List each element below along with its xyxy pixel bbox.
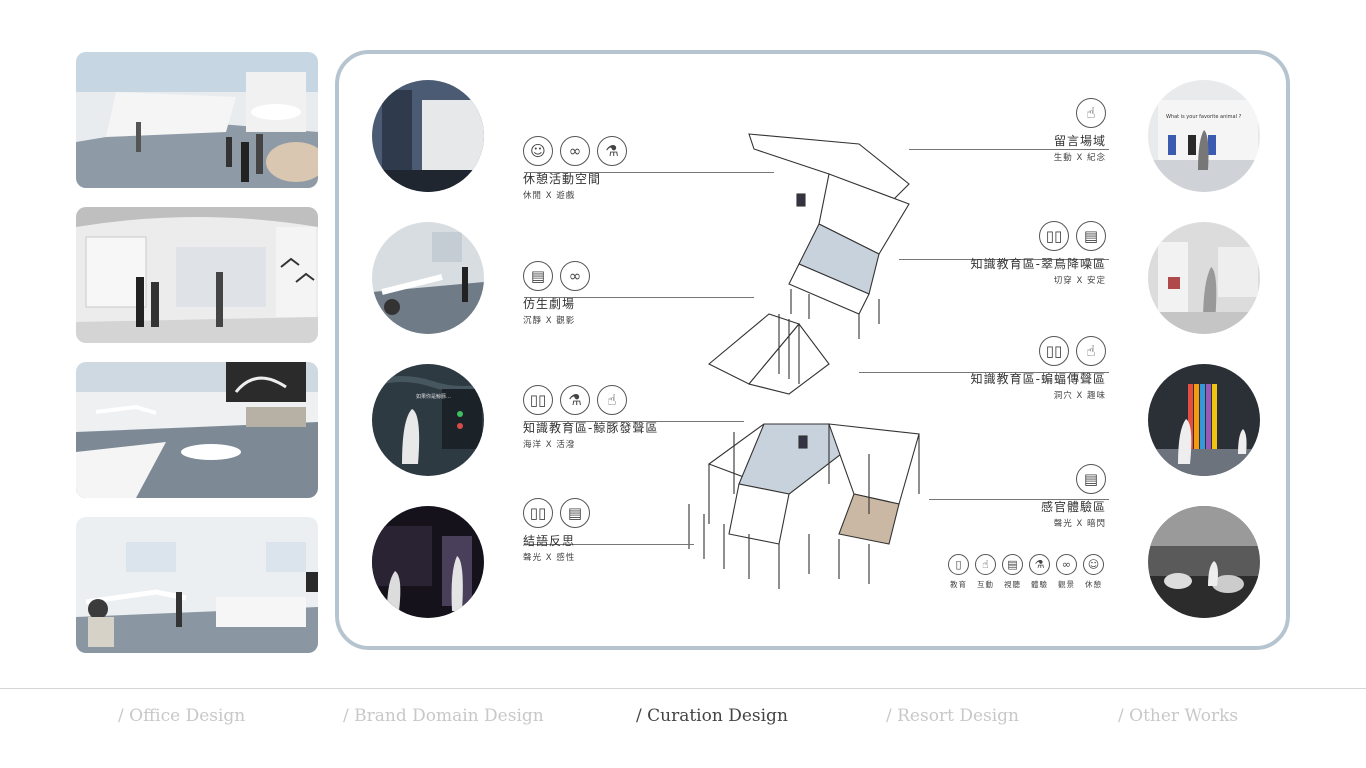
- zone-title: 知識教育區-鯨豚發聲區: [523, 421, 659, 435]
- zone-subtitle: 沉靜 X 觀影: [523, 316, 576, 326]
- zone-title: 留言場域: [1053, 134, 1106, 148]
- photo-circle-sensory-zone: [1148, 506, 1260, 618]
- zone-subtitle: 生動 X 紀念: [1053, 153, 1106, 163]
- hand-icon: ☝: [975, 554, 996, 575]
- leader-line: [929, 499, 1109, 500]
- zone-sensory[interactable]: ▤ 感官體驗區 聲光 X 暗閃: [1041, 464, 1106, 529]
- exhibition-render-image: [76, 207, 318, 343]
- clapper-icon: ▤: [523, 261, 553, 291]
- rest-icon: ☺: [523, 136, 553, 166]
- zone-subtitle: 海洋 X 活潑: [523, 440, 576, 450]
- wall-question-text: What is your favorite animal ?: [1166, 114, 1242, 120]
- zone-bat[interactable]: ▯▯ ☝ 知識教育區-蝙蝠傳聲區 洞穴 X 趣味: [971, 336, 1106, 401]
- zone-subtitle: 切穿 X 安定: [1053, 276, 1106, 286]
- zone-theater[interactable]: ▤ ∞ 仿生劇場 沉靜 X 觀影: [523, 261, 590, 326]
- legend-label: 體驗: [1031, 580, 1048, 589]
- zone-kingfisher[interactable]: ▯▯ ▤ 知識教育區-翠鳥降噪區 切穿 X 安定: [971, 221, 1106, 286]
- nav-resort-design[interactable]: / Resort Design: [886, 706, 1019, 726]
- photo-circle-rest-area: [372, 80, 484, 192]
- clapper-icon: ▤: [1076, 221, 1106, 251]
- leader-line: [524, 297, 754, 298]
- legend-label: 視聽: [1004, 580, 1021, 589]
- zone-title: 感官體驗區: [1040, 500, 1106, 514]
- nav-brand-domain-design[interactable]: / Brand Domain Design: [343, 706, 544, 726]
- clapper-icon: ▤: [1002, 554, 1023, 575]
- photo-circle-message-area: What is your favorite animal ?: [1148, 80, 1260, 192]
- icon-legend: ▯ 教育 ☝ 互動 ▤ 視聽 ⚗ 體驗 ∞ 觀景 ☺ 休憩: [948, 554, 1104, 590]
- zone-subtitle: 休閒 X 遊戲: [523, 191, 576, 201]
- floor-plan-panel: 如果你是鯨豚… What is your favorite animal ?: [335, 50, 1290, 650]
- footer-divider: [0, 688, 1366, 689]
- photo-circle-whale-zone: 如果你是鯨豚…: [372, 364, 484, 476]
- leader-line: [524, 544, 694, 545]
- zone-subtitle: 聲光 X 暗閃: [1053, 519, 1106, 529]
- zone-message-area[interactable]: ☝ 留言場域 生動 X 紀念: [1054, 98, 1106, 163]
- legend-item: ⚗ 體驗: [1029, 554, 1050, 590]
- nav-other-works[interactable]: / Other Works: [1118, 706, 1239, 726]
- leader-line: [859, 372, 1109, 373]
- zone-title: 結語反思: [523, 534, 576, 548]
- exhibition-render-image: [76, 362, 318, 498]
- flask-icon: ⚗: [1029, 554, 1050, 575]
- legend-label: 觀景: [1058, 580, 1075, 589]
- book-icon: ▯▯: [1039, 336, 1069, 366]
- zone-title: 休憩活動空間: [523, 172, 602, 186]
- book-icon: ▯: [948, 554, 969, 575]
- isometric-floor-plan: [688, 133, 920, 589]
- binoculars-icon: ∞: [1056, 554, 1077, 575]
- book-icon: ▯▯: [523, 385, 553, 415]
- photo-circle-kingfisher-zone: [1148, 222, 1260, 334]
- legend-item: ▯ 教育: [948, 554, 969, 590]
- exhibition-render-image: [76, 517, 318, 653]
- render-thumbnail-2[interactable]: [76, 207, 318, 343]
- legend-label: 教育: [950, 580, 967, 589]
- hand-icon: ☝: [1076, 336, 1106, 366]
- hand-icon: ☝: [597, 385, 627, 415]
- photo-circle-theater: [372, 222, 484, 334]
- leader-line: [899, 259, 1109, 260]
- clapper-icon: ▤: [560, 498, 590, 528]
- binoculars-icon: ∞: [560, 136, 590, 166]
- leader-line: [524, 421, 744, 422]
- zone-title: 仿生劇場: [523, 297, 576, 311]
- hand-icon: ☝: [1076, 98, 1106, 128]
- photo-circle-reflection: [372, 506, 484, 618]
- zone-reflection[interactable]: ▯▯ ▤ 結語反思 聲光 X 感性: [523, 498, 590, 563]
- legend-item: ∞ 觀景: [1056, 554, 1077, 590]
- book-icon: ▯▯: [1039, 221, 1069, 251]
- render-thumbnail-4[interactable]: [76, 517, 318, 653]
- legend-label: 互動: [977, 580, 994, 589]
- binoculars-icon: ∞: [560, 261, 590, 291]
- zone-subtitle: 聲光 X 感性: [523, 553, 576, 563]
- zone-rest-area[interactable]: ☺ ∞ ⚗ 休憩活動空間 休閒 X 遊戲: [523, 136, 627, 201]
- legend-label: 休憩: [1085, 580, 1102, 589]
- whale-sign-text: 如果你是鯨豚…: [416, 393, 451, 400]
- zone-subtitle: 洞穴 X 趣味: [1053, 391, 1106, 401]
- render-thumbnail-1[interactable]: [76, 52, 318, 188]
- legend-item: ☝ 互動: [975, 554, 996, 590]
- book-icon: ▯▯: [523, 498, 553, 528]
- nav-curation-design[interactable]: / Curation Design: [636, 706, 788, 726]
- leader-line: [524, 172, 774, 173]
- rest-icon: ☺: [1083, 554, 1104, 575]
- zone-whale-sound[interactable]: ▯▯ ⚗ ☝ 知識教育區-鯨豚發聲區 海洋 X 活潑: [523, 385, 658, 450]
- clapper-icon: ▤: [1076, 464, 1106, 494]
- render-thumbnail-3[interactable]: [76, 362, 318, 498]
- legend-item: ☺ 休憩: [1083, 554, 1104, 590]
- leader-line: [909, 149, 1109, 150]
- legend-item: ▤ 視聽: [1002, 554, 1023, 590]
- exhibition-render-image: [76, 52, 318, 188]
- flask-icon: ⚗: [560, 385, 590, 415]
- photo-circle-bat-zone: [1148, 364, 1260, 476]
- flask-icon: ⚗: [597, 136, 627, 166]
- zone-title: 知識教育區-蝙蝠傳聲區: [970, 372, 1106, 386]
- nav-office-design[interactable]: / Office Design: [118, 706, 246, 726]
- zone-title: 知識教育區-翠鳥降噪區: [970, 257, 1106, 271]
